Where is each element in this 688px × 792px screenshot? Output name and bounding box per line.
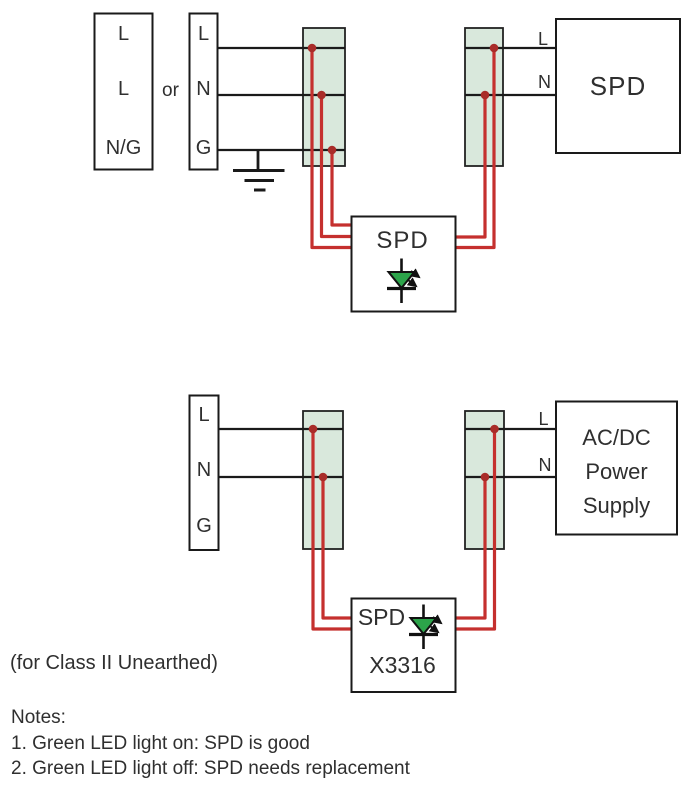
spd-lead-neutral-left <box>319 95 352 239</box>
terminal-label: N/G <box>106 137 142 159</box>
note-item: 2. Green LED light off: SPD needs replac… <box>11 758 411 779</box>
caption-class2-unearthed: (for Class II Unearthed) <box>10 652 218 674</box>
spd-lead-neutral-right <box>455 95 487 239</box>
source-box-bottom <box>188 394 220 551</box>
note-item: 1. Green LED light on: SPD is good <box>11 733 310 754</box>
terminal-label: N <box>197 459 211 481</box>
load-box-line: Supply <box>583 493 650 518</box>
spd-lead-ground-left <box>330 150 352 227</box>
spd-lead-live-right <box>455 48 496 250</box>
spd-lead-neutral-left <box>321 477 352 620</box>
top-spd-leads <box>310 48 496 250</box>
spd-unit-box-top <box>350 215 457 313</box>
terminal-label-n: N <box>539 455 552 475</box>
top-junction-dots <box>307 43 499 155</box>
source-box-option-b <box>188 12 219 171</box>
terminal-label: L <box>198 404 209 426</box>
load-box-title: SPD <box>590 71 646 101</box>
source-box-option-a <box>93 12 154 171</box>
terminal-label-n: N <box>538 72 551 92</box>
spd-lead-live-left <box>311 429 352 631</box>
terminal-label: L <box>198 23 209 45</box>
load-box-line: Power <box>585 459 647 484</box>
terminal-label-l: L <box>538 29 548 49</box>
terminal-label: N <box>196 78 210 100</box>
load-box-bottom <box>555 400 678 536</box>
load-box-line: AC/DC <box>582 425 651 450</box>
spd-lead-live-right <box>455 429 497 631</box>
load-box-top <box>555 18 681 154</box>
spd-lead-live-left <box>310 48 352 250</box>
bottom-junction-dots <box>308 424 499 482</box>
terminal-label: L <box>118 23 129 45</box>
terminal-label-l: L <box>538 409 548 429</box>
notes-heading: Notes: <box>11 707 66 728</box>
spd-unit-box-bottom <box>350 597 457 693</box>
bottom-spd-leads <box>311 429 497 631</box>
spd-unit-title: SPD <box>358 604 405 630</box>
earth-ground-symbol <box>233 150 285 192</box>
terminal-label: G <box>196 515 212 537</box>
or-label: or <box>162 80 180 101</box>
bottom-output-wires <box>465 427 556 479</box>
terminal-label: L <box>118 78 129 100</box>
spd-unit-title: SPD <box>376 227 428 254</box>
terminal-label: G <box>196 137 212 159</box>
spd-model-label: X3316 <box>369 652 436 678</box>
spd-lead-neutral-right <box>455 477 487 620</box>
top-output-wires <box>465 46 556 97</box>
